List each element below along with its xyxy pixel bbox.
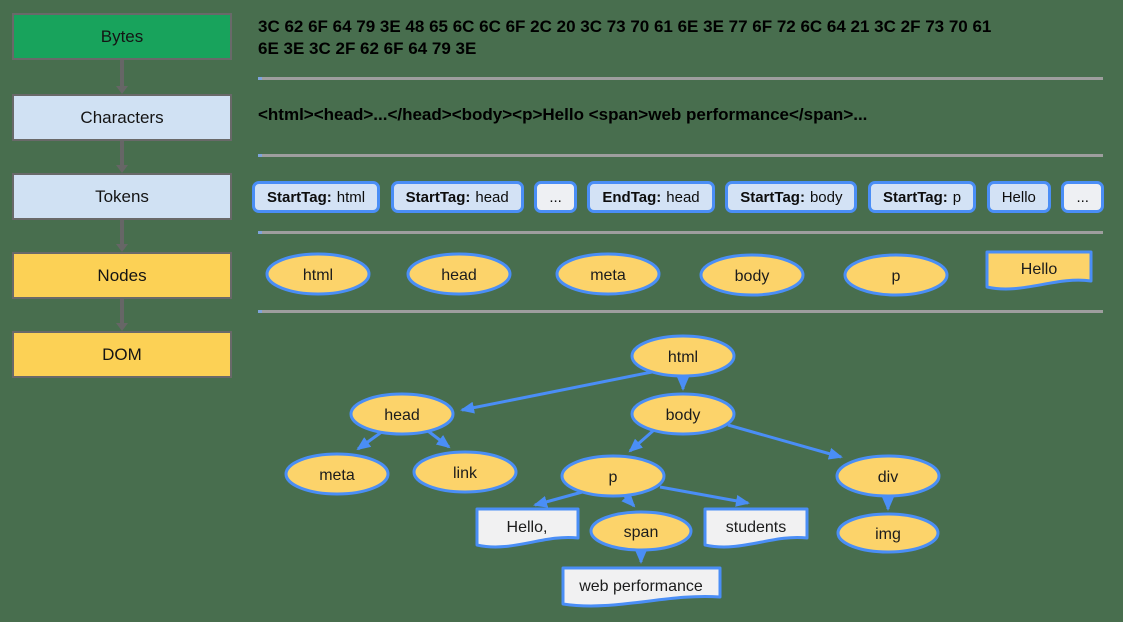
tokens-row: StartTag:html StartTag:head ... EndTag:h… <box>252 181 1104 213</box>
stage-label: Characters <box>80 107 164 127</box>
dom-node-label: meta <box>319 467 355 484</box>
node-label: meta <box>590 267 626 284</box>
token-endtag-head: EndTag:head <box>587 181 715 213</box>
dom-node-label: body <box>666 407 701 424</box>
token-ellipsis: ... <box>534 181 577 213</box>
token-ellipsis: ... <box>1061 181 1104 213</box>
token-value: html <box>336 188 366 206</box>
token-value: ... <box>1076 188 1089 206</box>
node-ellipse-body <box>699 253 805 297</box>
dom-node-meta <box>284 452 390 496</box>
row-divider <box>258 154 1103 157</box>
dom-textnode-label: web performance <box>578 578 703 595</box>
token-starttag-body: StartTag:body <box>725 181 858 213</box>
dom-edge-head-meta <box>356 429 384 451</box>
dom-textnode-shape-students <box>703 507 809 549</box>
down-arrow-icon <box>116 60 128 94</box>
dom-node-div <box>835 454 941 498</box>
stage-label: DOM <box>102 344 142 364</box>
row-divider <box>258 77 1103 80</box>
row-divider <box>258 310 1103 313</box>
token-text-hello: Hello <box>986 181 1051 213</box>
token-starttag-head: StartTag:head <box>390 181 524 213</box>
dom-edge-p-hello <box>533 489 587 508</box>
token-kind: EndTag: <box>602 188 662 206</box>
dom-node-img <box>836 512 940 554</box>
dom-edge-body-div <box>727 423 843 460</box>
dom-tree: html head body meta link p div span img … <box>284 334 941 608</box>
pipeline-stage-dom: DOM <box>12 331 232 378</box>
dom-edge-p-students <box>659 485 750 507</box>
row-divider <box>258 231 1103 234</box>
bytes-hex-line-2: 6E 3E 3C 2F 62 6F 64 79 3E <box>258 39 477 58</box>
token-value: body <box>809 188 843 206</box>
pipeline-stage-bytes: Bytes <box>12 13 232 60</box>
token-value: head <box>666 188 700 206</box>
down-arrow-icon <box>116 220 128 252</box>
node-ellipse-meta <box>555 252 661 296</box>
dom-node-label: div <box>878 469 898 486</box>
node-label: head <box>441 267 477 284</box>
text-node-shape-hello <box>985 250 1093 291</box>
dom-textnode-label: students <box>726 519 786 536</box>
bytes-hex-line-1: 3C 62 6F 64 79 3E 48 65 6C 6C 6F 2C 20 3… <box>258 17 992 36</box>
down-arrow-icon <box>116 141 128 173</box>
text-node-label: Hello <box>1021 261 1058 278</box>
token-value: p <box>952 188 962 206</box>
dom-node-label: head <box>384 407 420 424</box>
dom-node-span <box>589 510 693 552</box>
bytes-hex-text: 3C 62 6F 64 79 3E 48 65 6C 6C 6F 2C 20 3… <box>258 16 991 60</box>
token-kind: StartTag: <box>883 188 948 206</box>
dom-edge-body-p <box>628 428 655 453</box>
stage-label: Nodes <box>97 265 147 285</box>
dom-node-head <box>349 392 455 436</box>
node-ellipse-p <box>843 253 949 297</box>
dom-edge-html-head <box>460 370 653 414</box>
dom-node-html <box>630 334 736 378</box>
token-kind: StartTag: <box>267 188 332 206</box>
dom-node-link <box>412 450 518 494</box>
node-label: html <box>303 267 333 284</box>
token-kind: StartTag: <box>405 188 471 206</box>
dom-textnode-shape-webperf <box>561 566 722 608</box>
dom-node-label: link <box>453 465 478 482</box>
dom-node-label: span <box>624 524 659 541</box>
token-value: Hello <box>1001 188 1036 206</box>
token-starttag-html: StartTag:html <box>252 181 381 213</box>
stage-label: Bytes <box>100 26 144 46</box>
dom-node-body <box>630 392 736 436</box>
token-starttag-p: StartTag:p <box>868 181 977 213</box>
pipeline-stage-nodes: Nodes <box>12 252 232 299</box>
nodes-row: html head meta body p Hello <box>265 250 1093 297</box>
token-kind: StartTag: <box>740 188 805 206</box>
dom-node-label: p <box>609 469 618 486</box>
dom-node-label: html <box>668 349 698 366</box>
token-value: head <box>475 188 509 206</box>
pipeline-stage-tokens: Tokens <box>12 173 232 220</box>
pipeline-stage-characters: Characters <box>12 94 232 141</box>
node-ellipse-html <box>265 252 371 296</box>
characters-markup-text: <html><head>...</head><body><p>Hello <sp… <box>258 105 868 124</box>
dom-edge-head-link <box>427 429 451 449</box>
token-value: ... <box>549 188 562 206</box>
node-label: body <box>735 268 770 285</box>
dom-node-p <box>560 454 666 498</box>
dom-textnode-shape-hello <box>475 507 580 549</box>
dom-textnode-label: Hello, <box>507 519 548 536</box>
down-arrow-icon <box>116 299 128 331</box>
node-label: p <box>892 268 901 285</box>
stage-label: Tokens <box>95 186 149 206</box>
dom-node-label: img <box>875 526 901 543</box>
node-ellipse-head <box>406 252 512 296</box>
